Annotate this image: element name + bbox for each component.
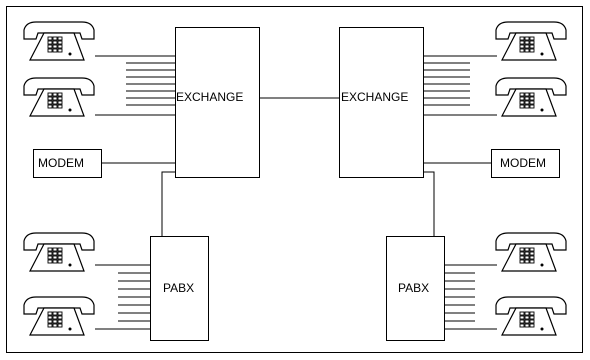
pabx-left-box (150, 236, 209, 341)
telephone-icon (495, 77, 567, 117)
exchange-left-pabx-link (161, 171, 175, 236)
modem-left-label: MODEM (38, 156, 84, 170)
exchange-right-pabx-link (423, 171, 435, 236)
pabx-right-box (386, 236, 445, 341)
exchange-right-label: EXCHANGE (341, 90, 409, 104)
telephone-icon (495, 232, 567, 272)
telephone-icon (23, 77, 95, 117)
telephone-icon (495, 21, 567, 61)
telephone-icon (495, 296, 567, 336)
pabx-left-label: PABX (163, 281, 195, 295)
connection-lines (95, 55, 497, 330)
telephone-icon (23, 296, 95, 336)
telephone-icon (23, 232, 95, 272)
pabx-right-label: PABX (398, 281, 430, 295)
outer-frame (6, 6, 583, 353)
modem-left-box (33, 149, 102, 178)
telephone-icon (23, 21, 95, 61)
exchange-left-box (175, 27, 260, 178)
exchange-left-label: EXCHANGE (176, 90, 244, 104)
exchange-right-box (339, 27, 424, 178)
modem-right-box (491, 149, 560, 178)
modem-right-label: MODEM (500, 156, 546, 170)
